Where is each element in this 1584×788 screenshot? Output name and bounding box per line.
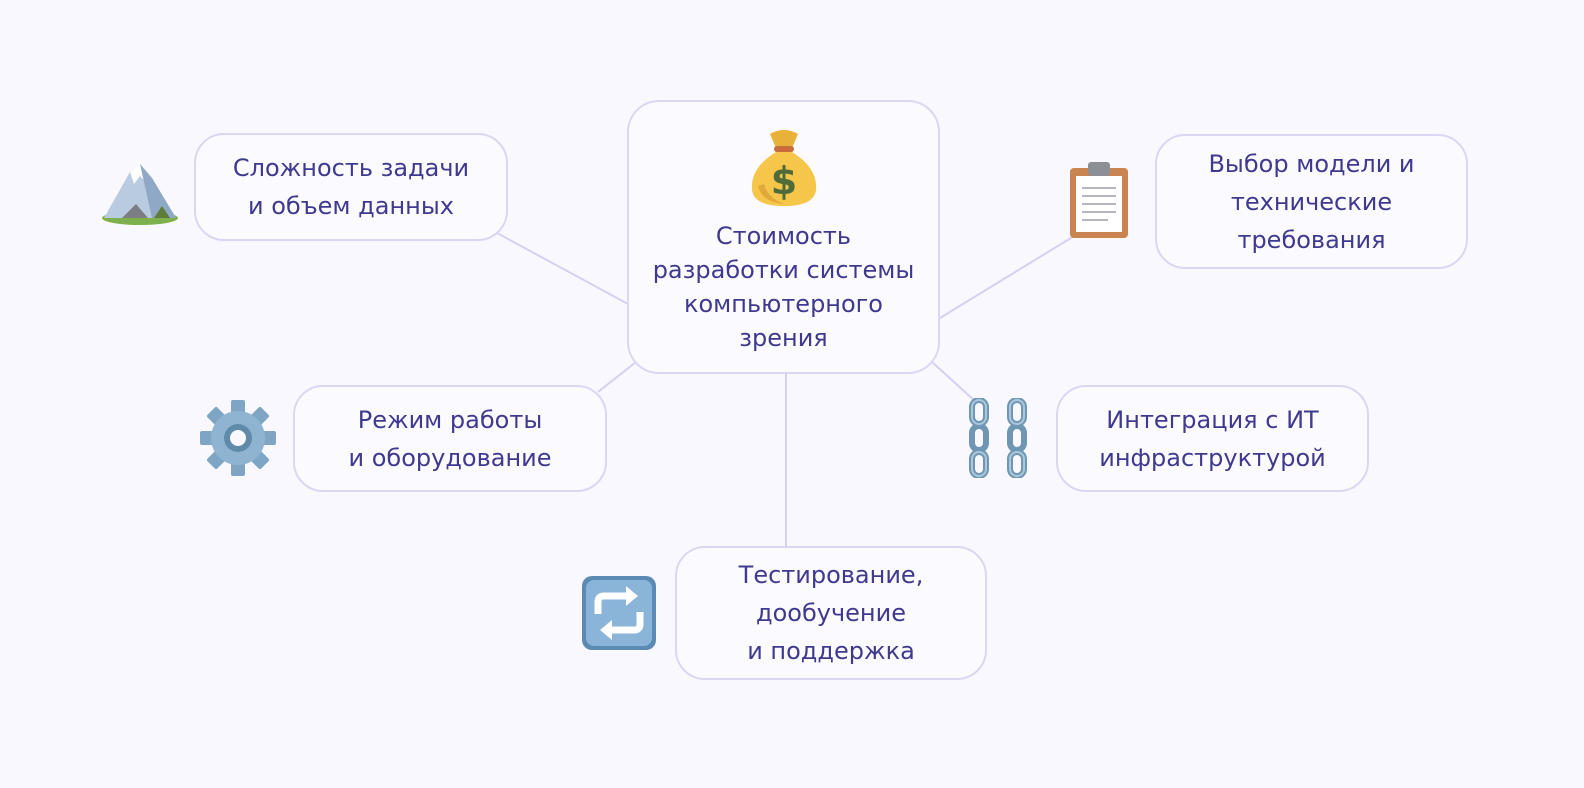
center-title-line: компьютерного [684, 290, 883, 318]
money-bag-icon: $ [751, 130, 817, 206]
center-title-line: Стоимость [715, 222, 852, 250]
factor-label-line: Интеграция с ИТ [1106, 405, 1319, 434]
factor-label-line: дообучение [756, 599, 906, 627]
connector-model [939, 229, 1085, 319]
connector-integration [931, 361, 977, 403]
factor-node-integration: Интеграция с ИТ инфраструктурой [1056, 385, 1369, 492]
clipboard-icon [1070, 162, 1128, 238]
center-title-line: разработки системы [652, 256, 915, 284]
factor-node-testing: Тестирование, дообучение и поддержка [675, 546, 987, 680]
factor-label-line: и оборудование [348, 443, 552, 472]
connector-mode [597, 361, 637, 393]
factor-label-line: инфраструктурой [1099, 443, 1326, 472]
factor-label-line: и объем данных [247, 192, 454, 220]
repeat-arrows-icon [582, 576, 656, 650]
factor-node-complexity: Сложность задачи и объем данных [194, 133, 508, 241]
factor-node-model: Выбор модели и технические требования [1155, 134, 1468, 269]
svg-text:$: $ [771, 159, 797, 203]
mountain-icon [102, 164, 178, 225]
factor-label-line: требования [1237, 225, 1386, 254]
chain-icon [969, 398, 1027, 478]
factor-label-line: Сложность задачи [232, 154, 470, 182]
connector-complexity [496, 232, 629, 305]
factor-label-line: и поддержка [747, 637, 915, 665]
center-title-line: зрения [739, 324, 828, 352]
factor-label-line: Тестирование, [738, 561, 924, 589]
factor-label-line: технические [1230, 187, 1393, 216]
factor-label-line: Выбор модели и [1208, 149, 1415, 178]
factor-label-line: Режим работы [357, 405, 543, 434]
gear-icon [200, 400, 276, 476]
factor-node-mode: Режим работы и оборудование [293, 385, 607, 492]
